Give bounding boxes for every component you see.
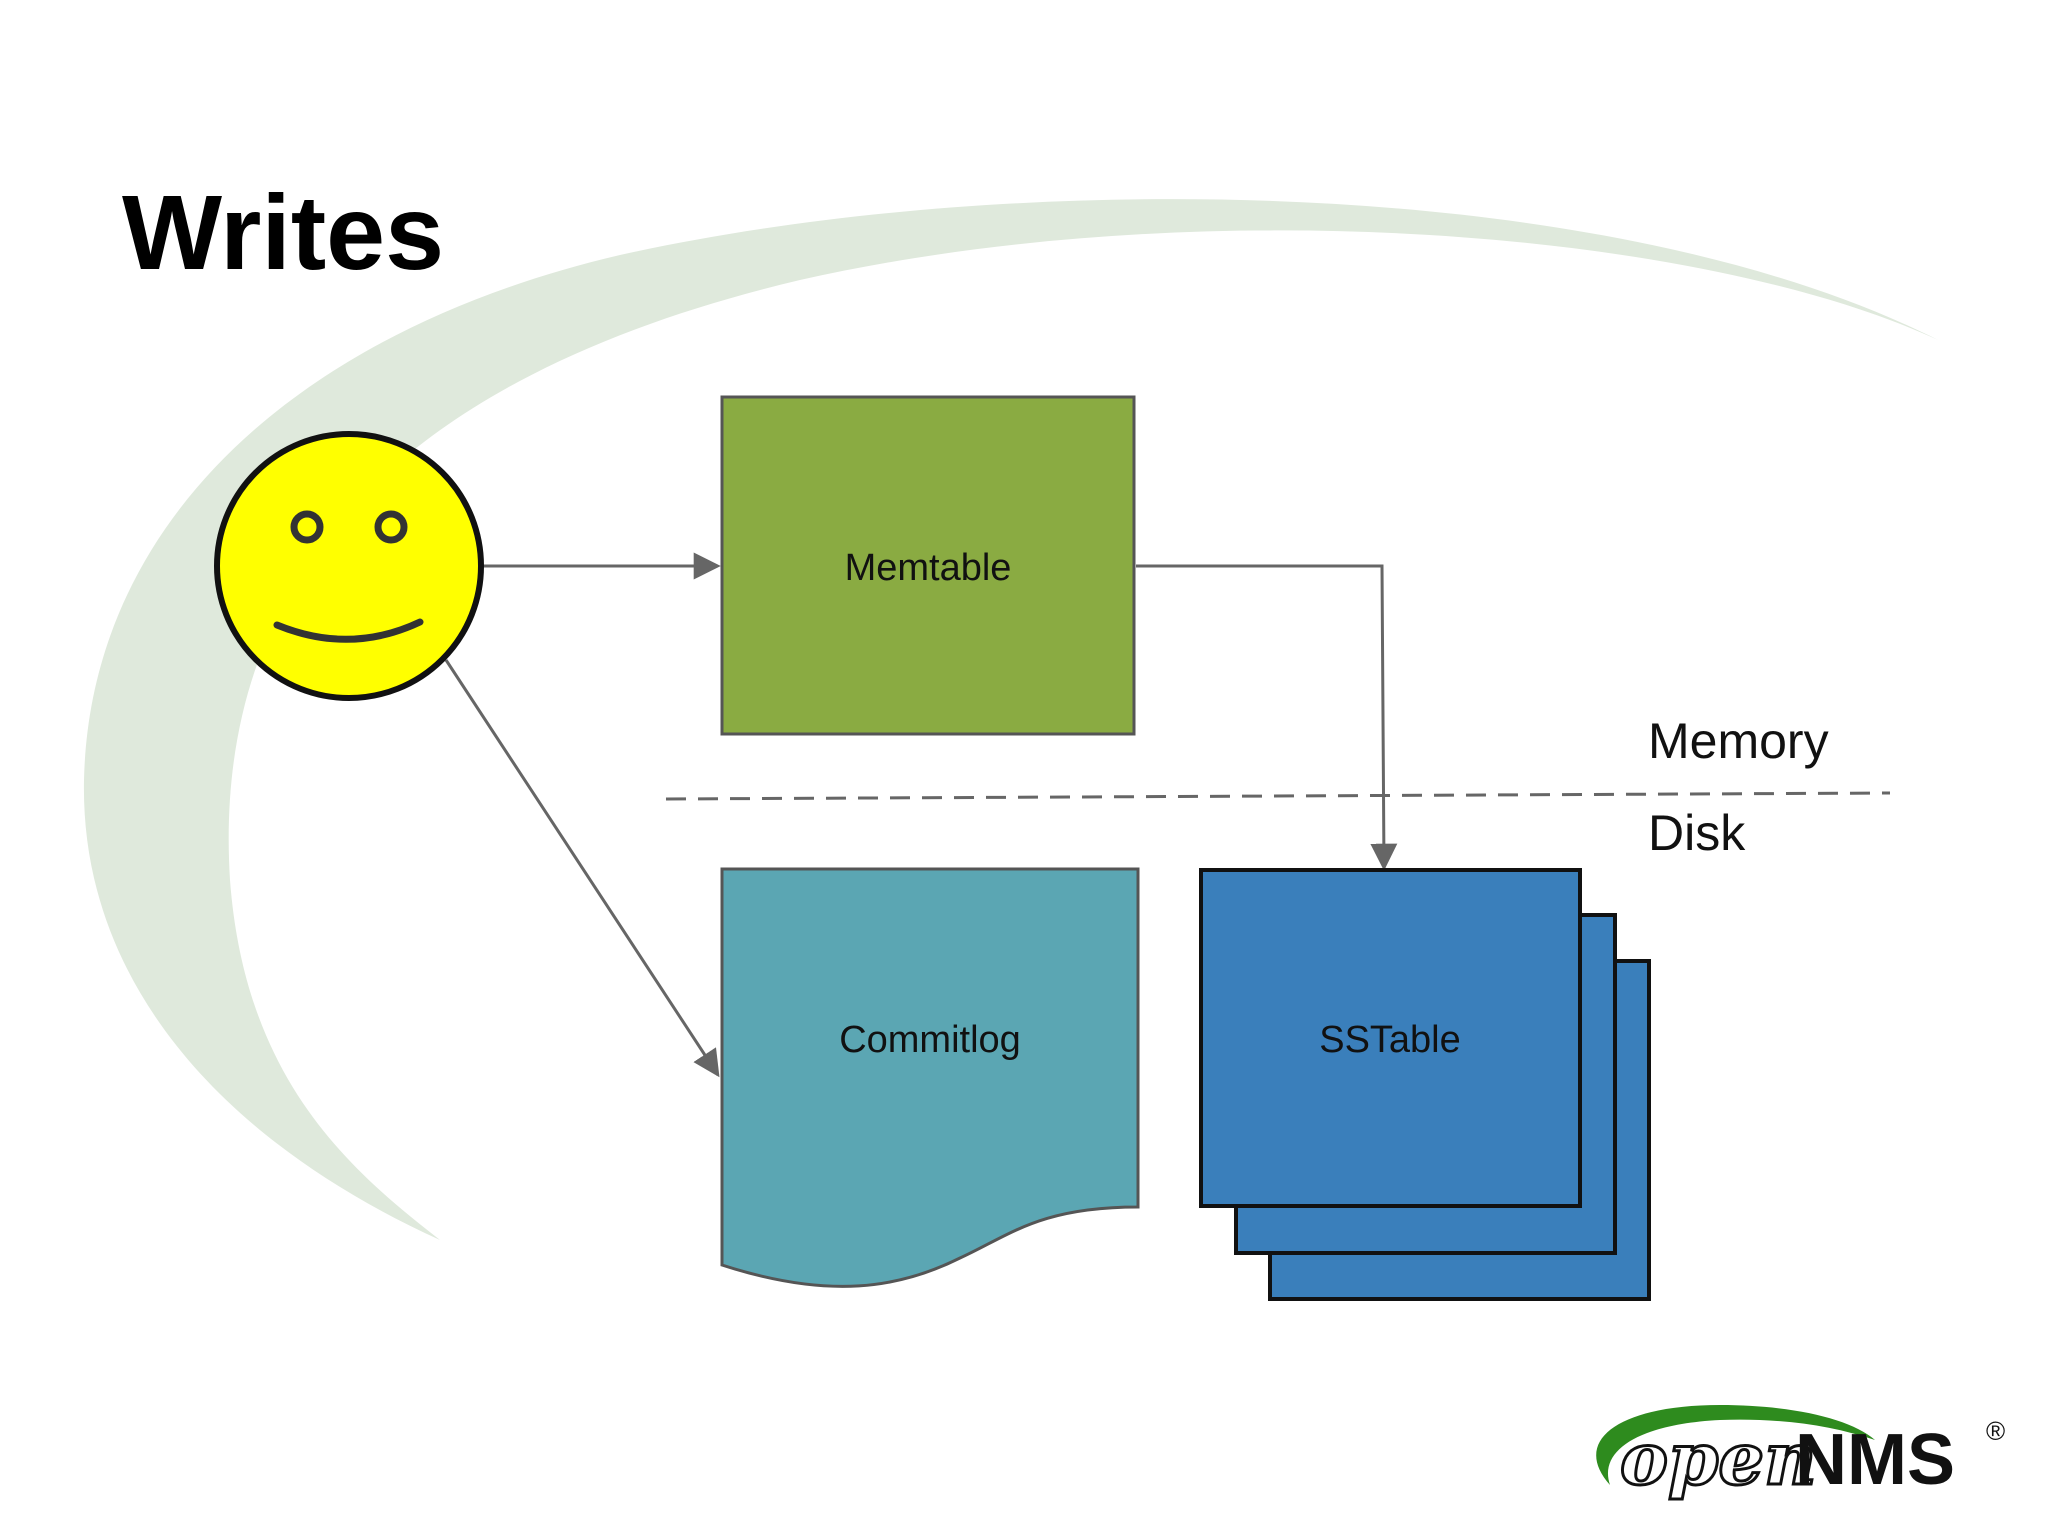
- memory-disk-divider: [665, 791, 1891, 801]
- sstable-page-front: [1199, 868, 1582, 1208]
- logo-word-nms: NMS: [1795, 1420, 1955, 1500]
- memtable-node: Memtable: [720, 395, 1136, 736]
- logo-registered-mark: ®: [1986, 1416, 2005, 1446]
- commitlog-label: Commitlog: [839, 1019, 1021, 1061]
- background-swoosh: [83, 199, 1938, 1241]
- sstable-label: SSTable: [1319, 1019, 1461, 1061]
- smiley-face-icon: [214, 431, 484, 701]
- slide-title: Writes: [122, 174, 445, 292]
- region-label-disk: Disk: [1648, 805, 1746, 861]
- region-label-memory: Memory: [1648, 713, 1829, 769]
- commitlog-node: Commitlog: [720, 867, 1140, 1288]
- logo-word-open: open: [1620, 1416, 1817, 1501]
- edge-memtable-to-sstable: [1136, 564, 1398, 871]
- sstable-node: SSTable: [1199, 868, 1651, 1301]
- memtable-label: Memtable: [845, 547, 1012, 589]
- edge-client-to-commitlog: [444, 659, 720, 1078]
- opennms-logo: open NMS ®: [1596, 1405, 2005, 1503]
